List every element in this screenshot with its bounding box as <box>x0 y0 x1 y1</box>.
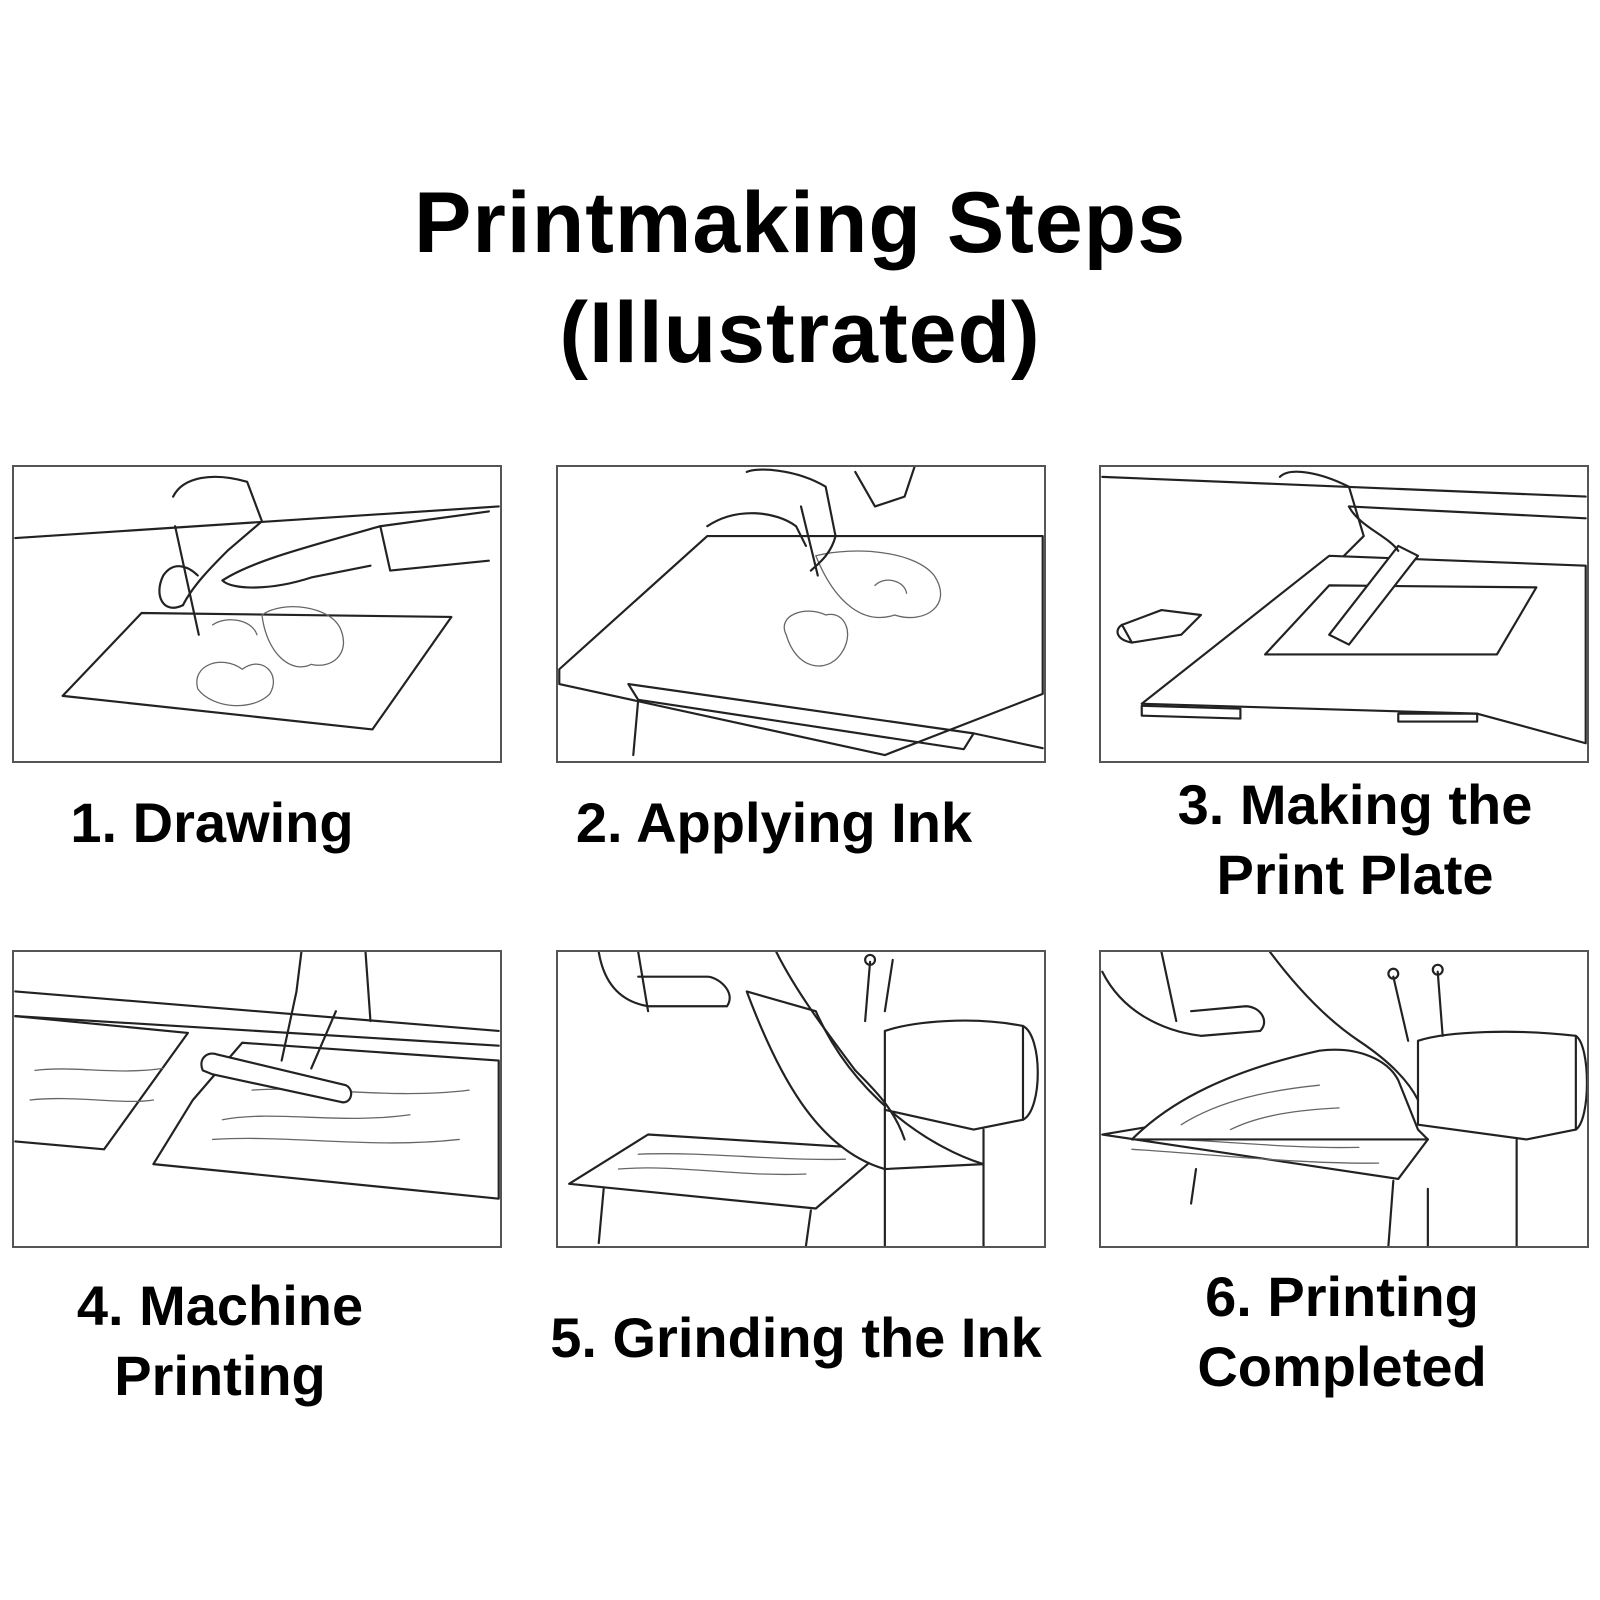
brayer-roller-icon <box>14 952 500 1200</box>
step-4-label-line-2: Printing <box>114 1344 326 1407</box>
illustration-print-plate <box>1099 465 1589 763</box>
title-line-2: (Illustrated) <box>559 285 1041 381</box>
caption-step-6: 6. Printing Completed <box>1062 1262 1600 1402</box>
illustration-drawing <box>12 465 502 763</box>
caption-step-3: 3. Making the Print Plate <box>1075 770 1600 910</box>
finished-print-icon <box>1101 952 1587 1246</box>
step-6-label-line-2: Completed <box>1197 1335 1487 1398</box>
step-1-label: 1. Drawing <box>70 791 354 854</box>
title-line-1: Printmaking Steps <box>413 175 1187 271</box>
illustration-machine-printing <box>12 950 502 1248</box>
illustration-grinding-ink <box>556 950 1046 1248</box>
step-2-label: 2. Applying Ink <box>575 791 973 854</box>
step-6-label-line-1: 6. Printing <box>1205 1265 1479 1328</box>
pen-inking-icon <box>558 467 1044 757</box>
roller-plate-icon <box>1101 470 1587 745</box>
illustration-applying-ink <box>556 465 1046 763</box>
caption-step-2: 2. Applying Ink <box>494 788 1054 858</box>
caption-step-5: 5. Grinding the Ink <box>516 1303 1076 1373</box>
step-4-label-line-1: 4. Machine <box>76 1274 364 1337</box>
drawing-hands-icon <box>14 475 500 731</box>
caption-step-4: 4. Machine Printing <box>0 1271 500 1411</box>
step-3-label-line-1: 3. Making the <box>1177 773 1533 836</box>
press-machine-icon <box>568 952 1039 1246</box>
step-3-label-line-2: Print Plate <box>1216 843 1494 906</box>
illustration-printing-completed <box>1099 950 1589 1248</box>
caption-step-1: 1. Drawing <box>0 788 492 858</box>
page-title: Printmaking Steps (Illustrated) <box>0 168 1600 388</box>
step-5-label: 5. Grinding the Ink <box>550 1306 1042 1369</box>
